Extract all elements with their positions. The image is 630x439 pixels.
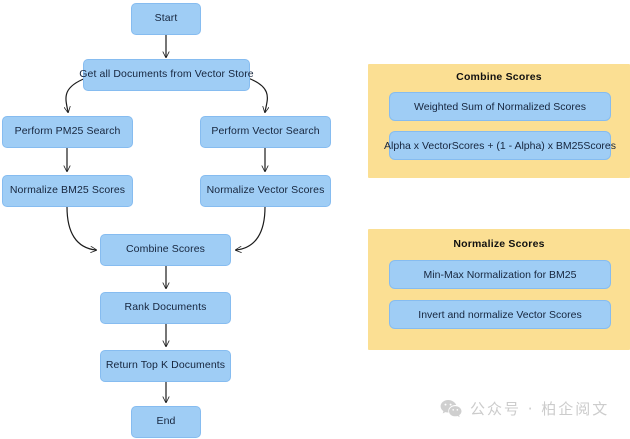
flow-node-normalize-vector-scores[interactable]: Normalize Vector Scores bbox=[200, 175, 331, 207]
flow-node-return-top-k-documents[interactable]: Return Top K Documents bbox=[100, 350, 231, 382]
flow-node-combine-scores[interactable]: Combine Scores bbox=[100, 234, 231, 266]
flow-node-normalize-bm25-scores[interactable]: Normalize BM25 Scores bbox=[2, 175, 133, 207]
flow-node-end[interactable]: End bbox=[131, 406, 201, 438]
watermark-text: 公众号 · 柏企阅文 bbox=[470, 400, 610, 418]
flow-node-start[interactable]: Start bbox=[131, 3, 201, 35]
flow-node-rank-documents[interactable]: Rank Documents bbox=[100, 292, 231, 324]
normalize-scores-panel bbox=[368, 229, 630, 350]
combine-scores-panel-title: Combine Scores bbox=[456, 71, 542, 83]
panel-item-invert-normalize-vector[interactable]: Invert and normalize Vector Scores bbox=[389, 300, 611, 329]
flow-node-perform-bm25-search[interactable]: Perform PM25 Search bbox=[2, 116, 133, 148]
wechat-icon bbox=[440, 399, 462, 418]
watermark: 公众号 · 柏企阅文 bbox=[440, 398, 609, 419]
panel-item-alpha-formula[interactable]: Alpha x VectorScores + (1 - Alpha) x BM2… bbox=[384, 131, 616, 160]
flow-node-perform-vector-search[interactable]: Perform Vector Search bbox=[200, 116, 331, 148]
normalize-scores-panel-title: Normalize Scores bbox=[453, 238, 545, 250]
panel-item-weighted-sum[interactable]: Weighted Sum of Normalized Scores bbox=[389, 92, 611, 121]
panel-item-minmax-normalization[interactable]: Min-Max Normalization for BM25 bbox=[389, 260, 611, 289]
flow-node-get-all-documents[interactable]: Get all Documents from Vector Store bbox=[79, 59, 254, 91]
